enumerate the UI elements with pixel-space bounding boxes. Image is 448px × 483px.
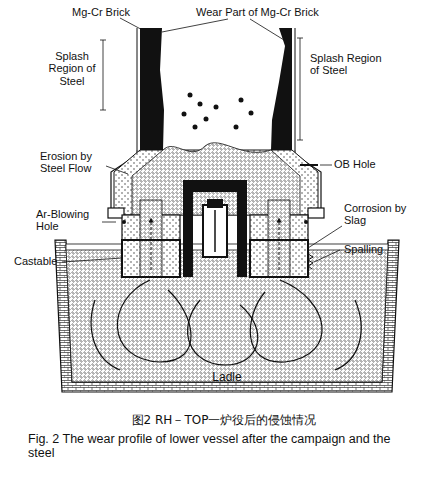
snorkels (122, 180, 313, 277)
figure-caption: Fig. 2 The wear profile of lower vessel … (28, 432, 410, 460)
part-label: Wear Part of Mg-Cr Brick (196, 6, 386, 18)
upper-vessel (137, 28, 295, 150)
part-label: Mg-Cr Brick (72, 6, 162, 18)
wear-label: Spalling (344, 243, 414, 255)
ladle-body (55, 240, 399, 392)
part-label: Ar-Blowing Hole (36, 208, 104, 233)
part-label: OB Hole (334, 158, 404, 170)
region-label: Splash Region of Steel (310, 52, 392, 77)
part-label: Castable (14, 255, 70, 267)
vessel-name: Ladle (55, 370, 399, 384)
figure-caption: 图2 RH－TOP一炉役后的侵蚀情况 (0, 412, 448, 429)
wear-label: Corrosion by Slag (344, 202, 416, 227)
wear-label: Erosion by Steel Flow (40, 150, 108, 175)
region-label: Splash Region of Steel (44, 50, 100, 87)
ladle-region: Ladle (55, 240, 399, 392)
leader-lines (62, 18, 342, 262)
